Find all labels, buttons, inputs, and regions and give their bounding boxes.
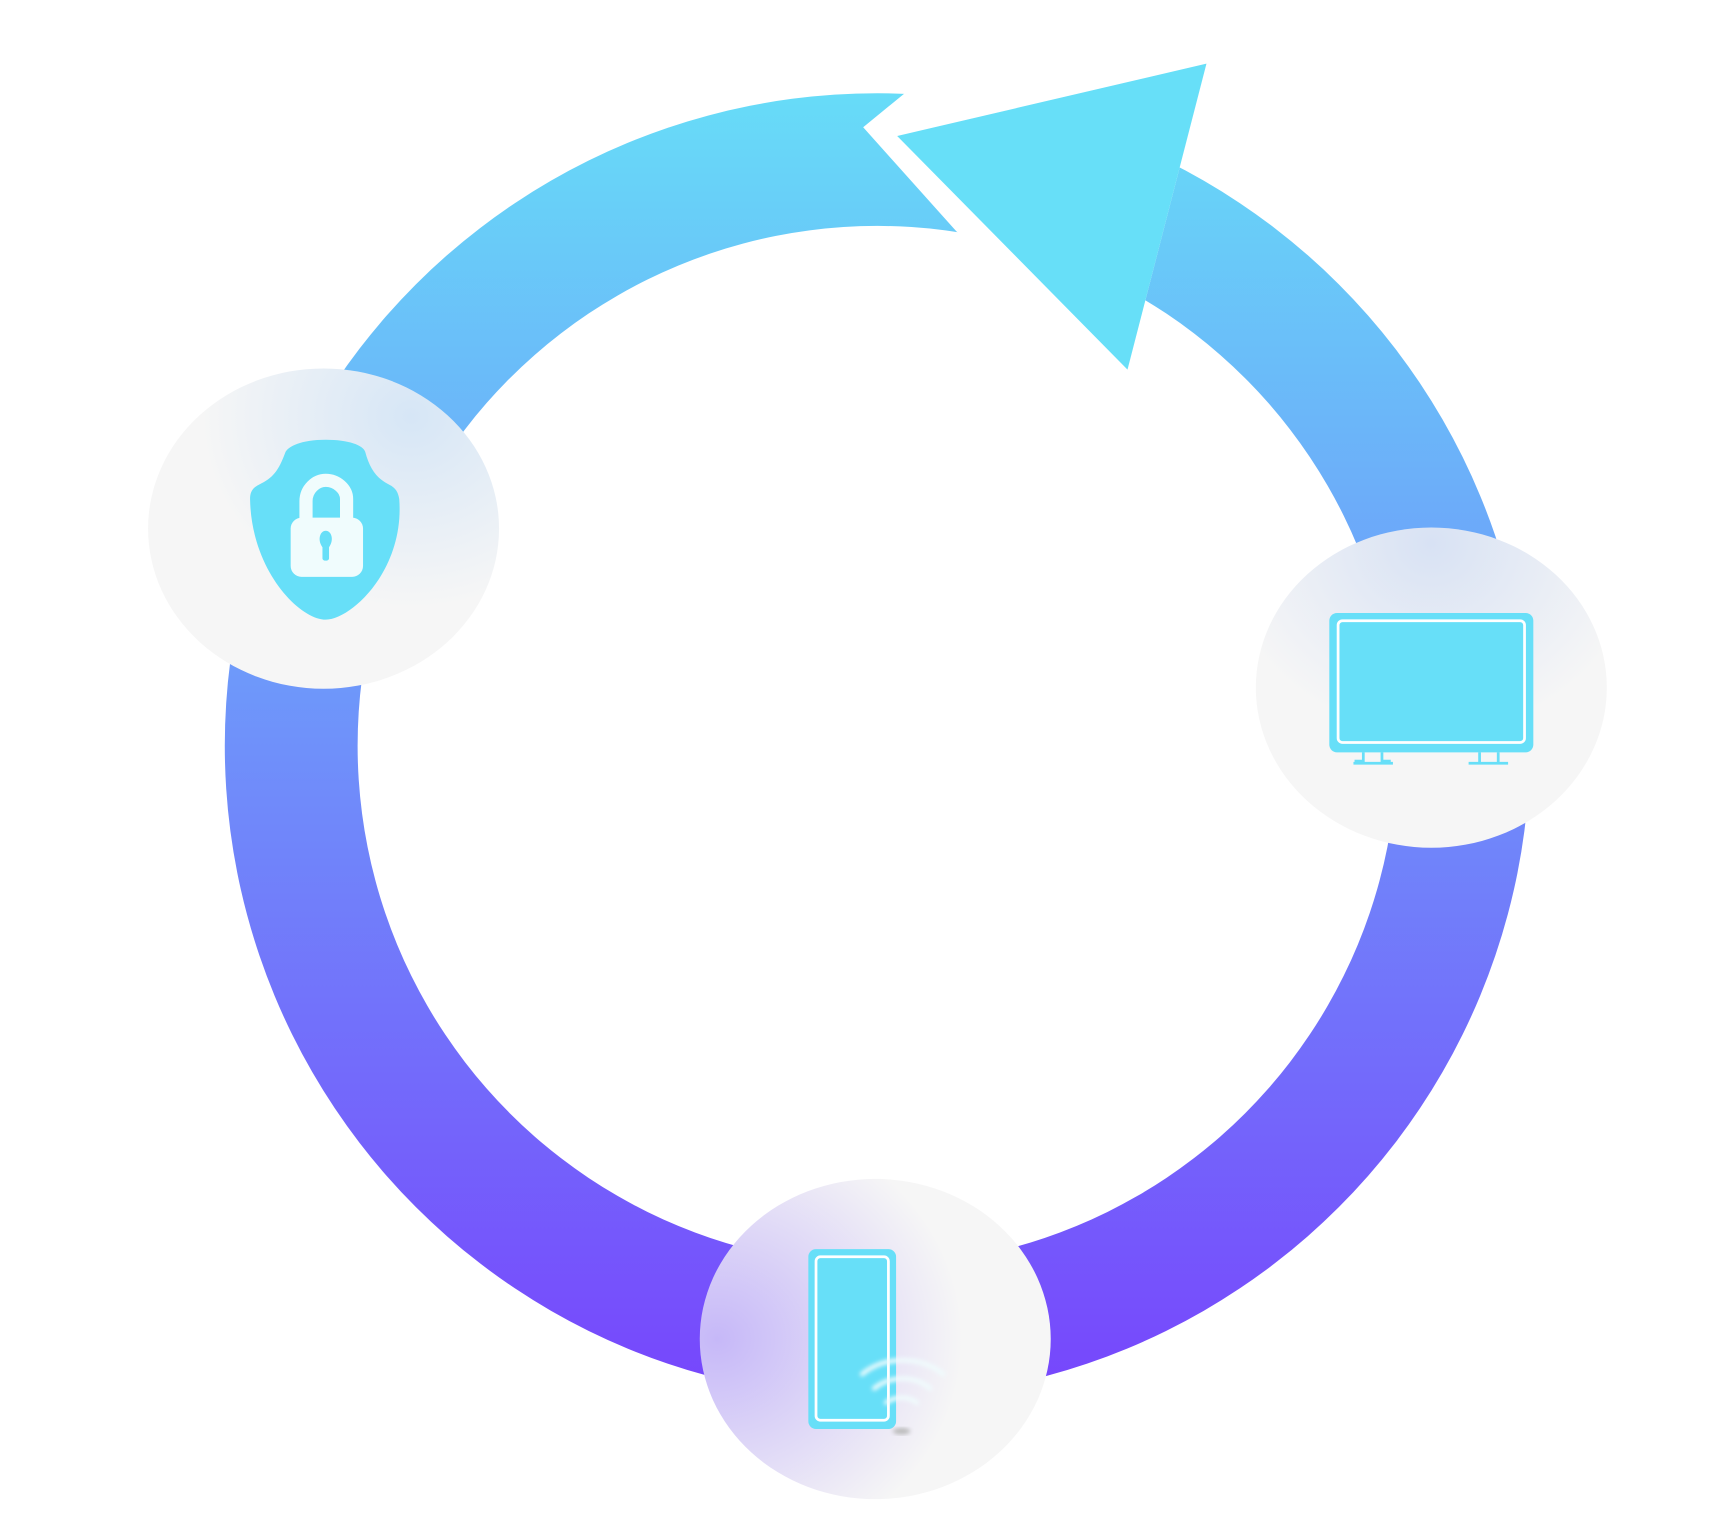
- shield-lock-icon: [250, 439, 400, 620]
- node-mobile: [699, 1178, 1051, 1500]
- smartphone-wifi-icon: [808, 1249, 946, 1435]
- monitor-icon: [1329, 613, 1534, 765]
- arrowhead: [897, 63, 1207, 370]
- node-display: [1255, 527, 1607, 848]
- node-security: [148, 368, 500, 689]
